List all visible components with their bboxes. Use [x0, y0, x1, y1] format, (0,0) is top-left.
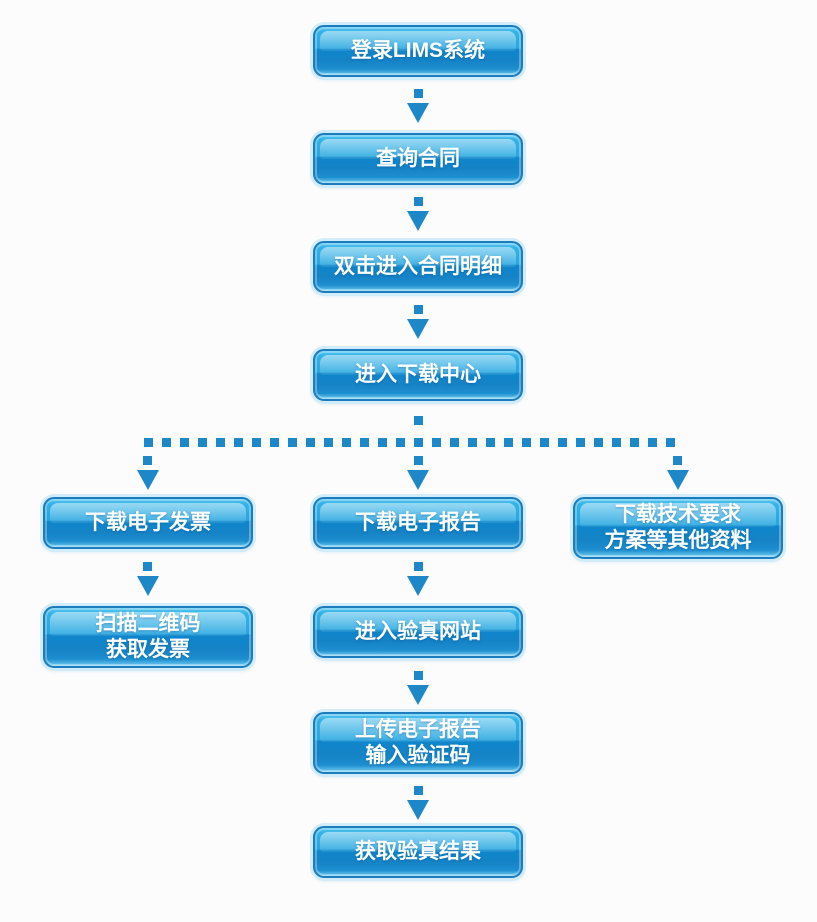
node-download-other-docs: 下载技术要求 方案等其他资料: [573, 497, 783, 559]
arrow-down-icon: [137, 470, 159, 490]
node-download-report-label: 下载电子报告: [355, 511, 481, 535]
node-scan-qrcode: 扫描二维码 获取发票: [43, 606, 253, 668]
arrow-down-icon: [407, 211, 429, 231]
node-download-invoice-label: 下载电子发票: [85, 511, 211, 535]
node-query-contract-label: 查询合同: [376, 147, 460, 171]
node-download-center-label: 进入下载中心: [355, 363, 481, 387]
arrow-down-icon: [407, 319, 429, 339]
node-verify-site: 进入验真网站: [313, 606, 523, 658]
connector-dot: [414, 456, 423, 465]
arrow-down-icon: [407, 576, 429, 596]
connector-dot: [414, 197, 423, 206]
connector-dot: [414, 416, 423, 425]
node-upload-report-label: 上传电子报告 输入验证码: [355, 718, 481, 767]
node-verify-result: 获取验真结果: [313, 826, 523, 878]
node-download-other-docs-label: 下载技术要求 方案等其他资料: [604, 503, 752, 552]
node-login-lims-label: 登录LIMS系统: [350, 39, 486, 63]
node-login-lims: 登录LIMS系统: [313, 25, 523, 77]
arrow-down-icon: [407, 685, 429, 705]
node-download-invoice: 下载电子发票: [43, 497, 253, 549]
arrow-down-icon: [137, 576, 159, 596]
connector-dot: [143, 562, 152, 571]
connector-dot: [414, 671, 423, 680]
node-verify-result-label: 获取验真结果: [355, 840, 481, 864]
connector-dot: [414, 562, 423, 571]
branch-connector-line: [144, 438, 684, 447]
arrow-down-icon: [407, 800, 429, 820]
connector-dot: [414, 786, 423, 795]
node-download-center: 进入下载中心: [313, 349, 523, 401]
connector-dot: [414, 89, 423, 98]
node-upload-report: 上传电子报告 输入验证码: [313, 712, 523, 774]
node-query-contract: 查询合同: [313, 133, 523, 185]
node-verify-site-label: 进入验真网站: [355, 620, 481, 644]
node-contract-detail: 双击进入合同明细: [313, 241, 523, 293]
connector-dot: [143, 456, 152, 465]
node-scan-qrcode-label: 扫描二维码 获取发票: [95, 612, 201, 661]
connector-dot: [414, 305, 423, 314]
arrow-down-icon: [407, 470, 429, 490]
node-contract-detail-label: 双击进入合同明细: [334, 255, 502, 279]
arrow-down-icon: [667, 470, 689, 490]
arrow-down-icon: [407, 103, 429, 123]
node-download-report: 下载电子报告: [313, 497, 523, 549]
connector-dot: [673, 456, 682, 465]
